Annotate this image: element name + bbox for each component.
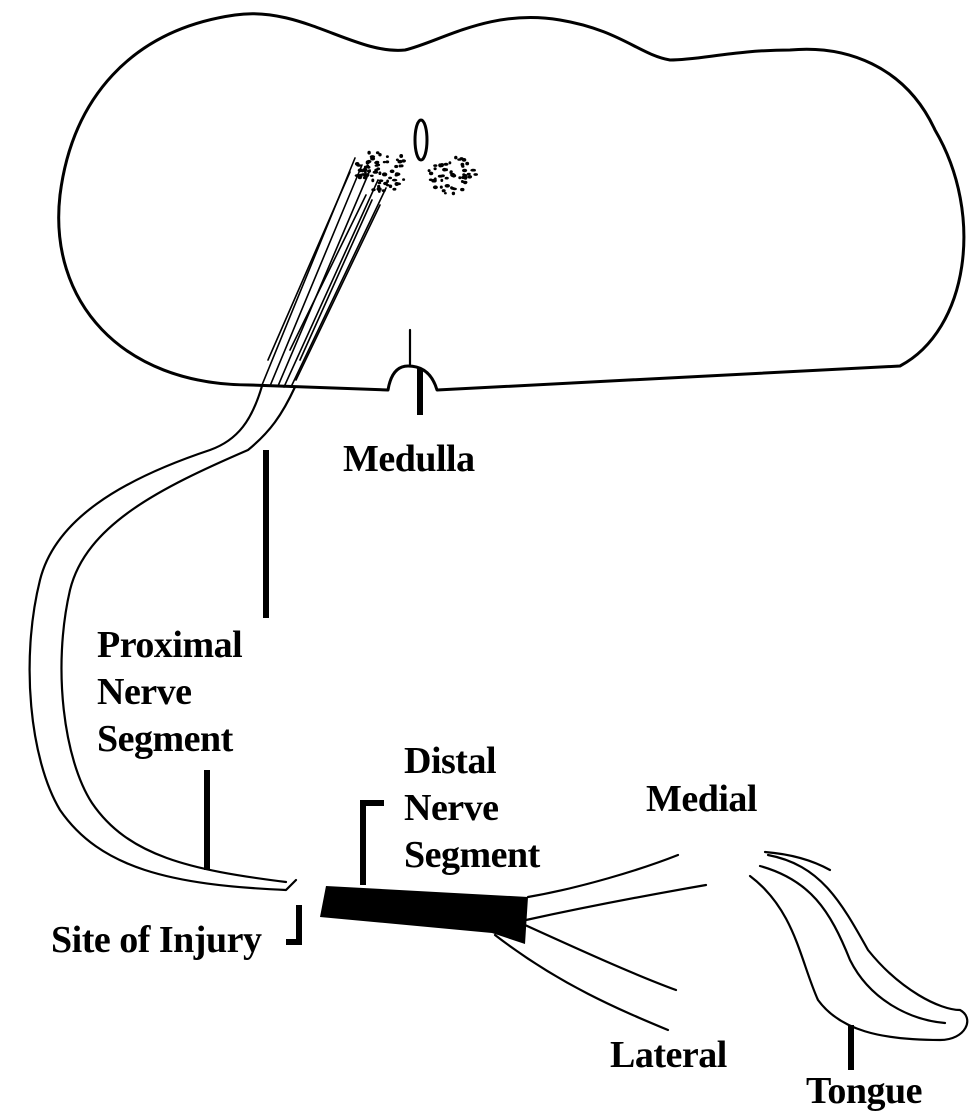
nucleus-dot [449,161,452,164]
tongue [750,852,967,1040]
proximal-label-line-2: Nerve [97,669,242,716]
distal-label-line-3: Segment [404,832,540,879]
nucleus-dot [462,181,467,184]
nucleus-dot [461,163,465,167]
nucleus-dot [373,171,379,174]
nucleus-dot [445,184,450,188]
nucleus-dot [392,188,396,191]
tongue-label: Tongue [806,1068,922,1115]
nucleus-dot [362,168,367,172]
nucleus-dot [385,160,389,163]
nucleus-dot [433,185,438,189]
nucleus-dot [462,169,467,172]
nucleus-dot [392,179,397,182]
nucleus-dot [442,189,446,192]
nucleus-dot [383,173,386,175]
nucleus-dot [375,164,379,167]
nucleus-dot [461,176,465,179]
distal-nerve-segment-label: Distal Nerve Segment [404,738,540,879]
nucleus-dot [473,173,478,176]
nucleus-dot [402,178,405,181]
nucleus-dot [438,175,443,178]
nucleus-dot [378,153,381,156]
nucleus-dot [442,168,447,172]
nucleus-dot [457,158,461,160]
nucleus-dot [379,179,384,182]
site-of-injury-label: Site of Injury [51,917,261,964]
nucleus-dot [355,162,360,166]
nucleus-dot [440,179,443,182]
nucleus-dot [462,173,465,176]
nucleus-dot [367,166,371,169]
nucleus-dot [444,163,449,166]
nucleus-dot [465,162,469,166]
nucleus-dot [433,164,437,167]
proximal-label-line-1: Proximal [97,622,242,669]
leader-lines [207,368,851,1070]
medial-branch [526,855,706,920]
nucleus-dot [444,192,447,194]
nucleus-dot [370,175,374,177]
nucleus-dot [386,180,389,183]
nucleus-dot [431,180,436,183]
nucleus-dot [397,160,402,164]
nucleus-dot [374,161,379,164]
medulla-outline [59,14,964,390]
proximal-label-line-3: Segment [97,716,242,763]
central-canal [415,120,427,160]
nucleus-dot [378,190,381,193]
nucleus-dot [429,172,433,176]
distal-label-line-2: Nerve [404,785,540,832]
nucleus-dot [395,172,399,176]
nucleus-dot [450,170,453,173]
nucleus-dot [434,167,437,170]
nucleus-dots [355,151,478,195]
nucleus-dot [367,151,370,155]
nucleus-dot [454,156,457,160]
nucleus-dot [473,169,476,172]
nucleus-dot [445,177,449,180]
nucleus-dot [388,177,392,180]
nucleus-dot [378,171,381,175]
nucleus-dot [460,188,464,191]
medial-label: Medial [646,776,757,823]
nucleus-dot [377,185,380,189]
nucleus-dot [390,170,395,174]
nucleus-dot [366,161,369,165]
nucleus-dot [428,169,431,172]
nucleus-dot [394,165,398,168]
nucleus-dot [389,185,392,189]
nucleus-dot [451,174,456,178]
nucleus-dot [458,176,461,179]
nucleus-dot [467,175,472,179]
nucleus-dot [450,186,453,189]
medulla-label: Medulla [343,436,475,483]
nucleus-dot [370,157,375,161]
nucleus-dot [371,179,374,183]
nucleus-dot [462,158,466,162]
nucleus-dot [400,164,404,167]
nucleus-dot [386,155,389,158]
nerve-fibers [262,158,386,387]
nucleus-dot [399,154,403,158]
distal-label-line-1: Distal [404,738,540,785]
nucleus-dot [440,186,443,189]
proximal-nerve-segment-label: Proximal Nerve Segment [97,622,242,763]
nucleus-dot [452,192,455,196]
lateral-label: Lateral [610,1032,727,1079]
nucleus-dot [395,182,399,186]
nucleus-dot [361,173,366,176]
nucleus-dot [378,182,382,185]
